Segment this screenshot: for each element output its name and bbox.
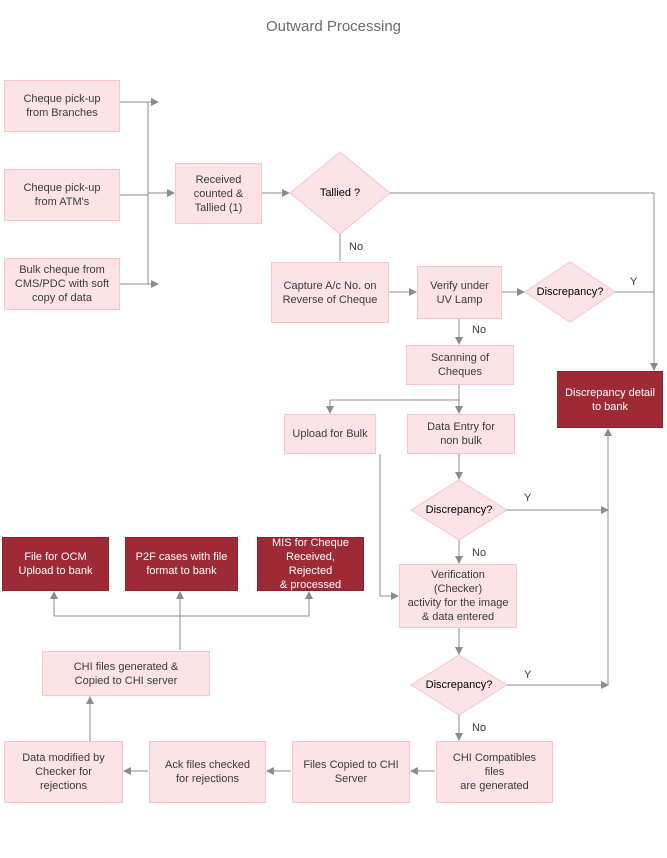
- box-data-modified: Data modified by Checker for rejections: [4, 741, 123, 803]
- box-received: Received counted & Tallied (1): [175, 163, 262, 224]
- box-ack-files: Ack files checked for rejections: [149, 741, 266, 803]
- box-pickup-atm: Cheque pick-up from ATM's: [4, 169, 120, 221]
- box-verification: Verification (Checker) activity for the …: [399, 564, 517, 628]
- diagram-title: Outward Processing: [265, 18, 402, 35]
- decision-disc1-shape: [524, 261, 616, 323]
- edge-label-no-tallied: No: [349, 241, 364, 253]
- box-p2f: P2F cases with file format to bank: [125, 537, 238, 591]
- box-scanning: Scanning of Cheques: [406, 345, 514, 385]
- box-pickup-branches: Cheque pick-up from Branches: [4, 80, 120, 132]
- box-data-entry: Data Entry for non bulk: [407, 414, 515, 454]
- edge-label-no-disc2: No: [472, 547, 487, 559]
- box-upload-bulk: Upload for Bulk: [284, 414, 376, 454]
- box-verify-uv: Verify under UV Lamp: [417, 266, 502, 319]
- edge-label-yes-disc3: Y: [524, 669, 532, 681]
- box-bulk-cheque: Bulk cheque from CMS/PDC with soft copy …: [4, 258, 120, 310]
- box-files-copied: Files Copied to CHI Server: [292, 741, 410, 803]
- edge-label-yes-disc2: Y: [524, 492, 532, 504]
- box-mis: MIS for Cheque Received, Rejected & proc…: [257, 537, 364, 591]
- decision-tallied: Tallied ?: [319, 187, 361, 199]
- box-file-ocm: File for OCM Upload to bank: [2, 537, 109, 591]
- decision-disc1: Discrepancy?: [536, 286, 604, 298]
- box-capture: Capture A/c No. on Reverse of Cheque: [271, 262, 389, 323]
- edge-label-no-disc1: No: [472, 324, 487, 336]
- decision-disc3: Discrepancy?: [425, 679, 493, 691]
- box-chi-generated: CHI files generated & Copied to CHI serv…: [42, 651, 210, 696]
- edge-label-yes-disc1: Y: [630, 276, 638, 288]
- box-chi-compat: CHI Compatibles files are generated: [436, 741, 553, 803]
- box-discrepancy-detail: Discrepancy detail to bank: [557, 371, 663, 428]
- edge-label-no-disc3: No: [472, 722, 487, 734]
- decision-disc2: Discrepancy?: [425, 504, 493, 516]
